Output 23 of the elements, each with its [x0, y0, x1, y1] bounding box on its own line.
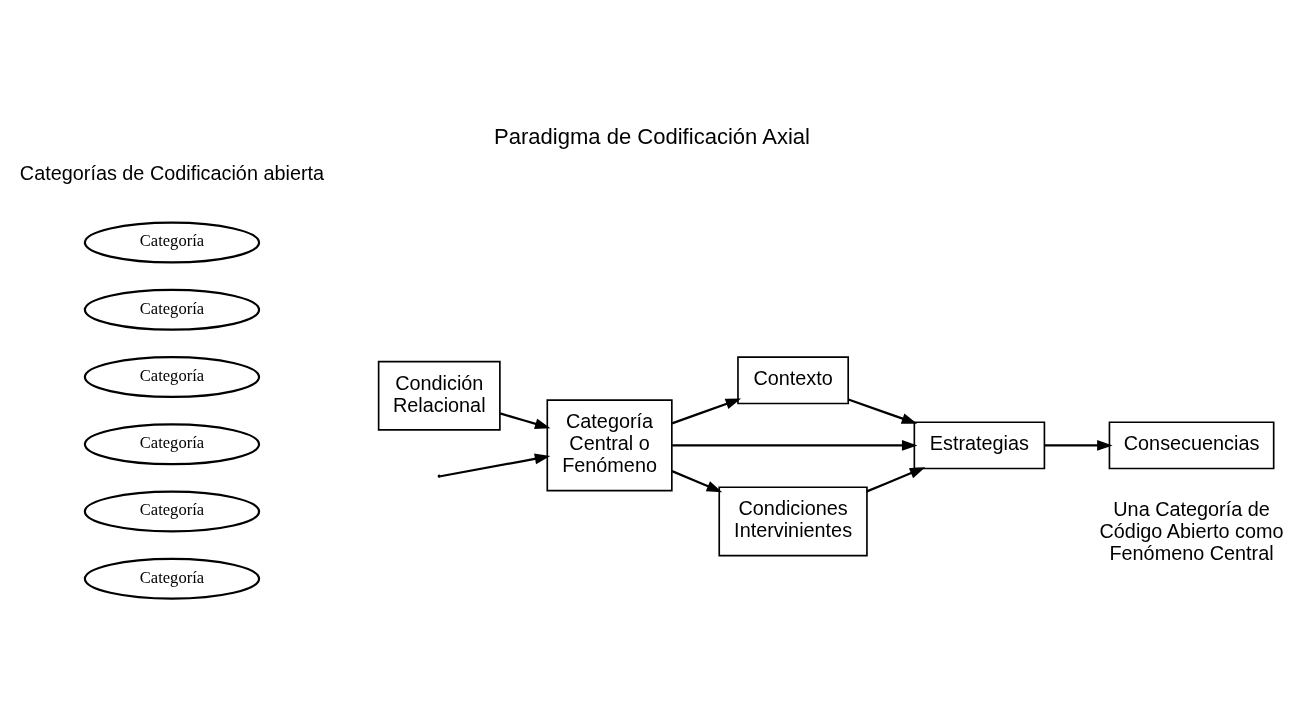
node-box: Contexto [737, 356, 850, 405]
node-ellipse: Categoría [83, 288, 261, 331]
node-ellipse: Categoría [83, 221, 261, 264]
node-box: Estrategias [913, 421, 1046, 470]
arrow [1044, 439, 1113, 451]
arrow [671, 470, 723, 493]
node-box: Consecuencias [1108, 421, 1275, 470]
diagram-title: Paradigma de Codificación Axial [494, 124, 810, 150]
node-ellipse: Categoría [83, 423, 261, 466]
arrow [499, 412, 551, 430]
node-ellipse: Categoría [83, 356, 261, 398]
label: Una Categoría de Código Abierto como Fenómeno Central [1099, 498, 1284, 565]
arrow [671, 398, 742, 425]
arrow [848, 398, 918, 424]
label: Categorías de Codificación abierta [19, 162, 325, 185]
arrow [672, 439, 918, 451]
node-box: Condiciones Intervinientes [718, 486, 868, 557]
node-box: Categoría Central o Fenómeno [546, 399, 673, 492]
arrow [866, 467, 926, 493]
node-ellipse: Categoría [83, 490, 261, 533]
node-box: Condición Relacional [377, 360, 501, 431]
node-ellipse: Categoría [83, 557, 261, 600]
arrow [440, 453, 551, 478]
